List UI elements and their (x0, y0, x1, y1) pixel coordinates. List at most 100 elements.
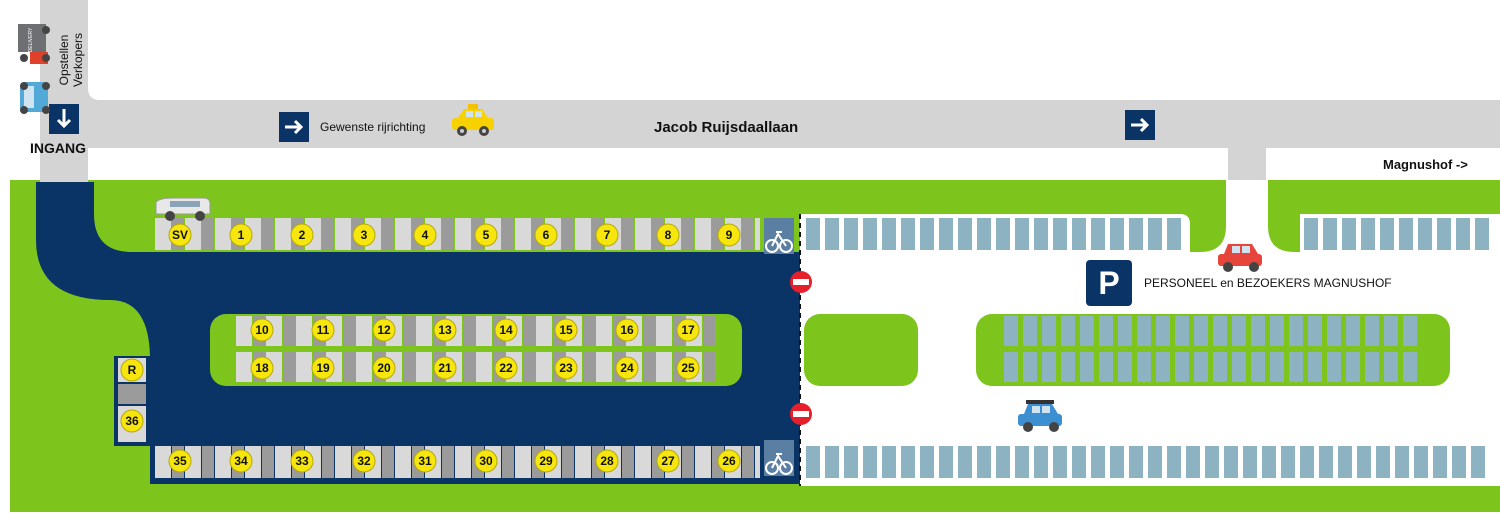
parking-space (1433, 446, 1447, 478)
stall-badge (413, 223, 437, 247)
stall-number: 34 (234, 454, 248, 468)
parking-space (1346, 352, 1360, 382)
stall-segment (296, 352, 312, 382)
stall-segment (583, 316, 595, 346)
parking-space (1342, 218, 1356, 250)
parking-space (1403, 316, 1417, 346)
stall-badge (554, 356, 578, 380)
stall-segment (755, 218, 760, 250)
parking-space (1156, 352, 1170, 382)
stall-number: 14 (499, 323, 513, 337)
stall-number: 6 (543, 228, 550, 242)
stall-segment (322, 446, 334, 478)
stall-badge (676, 318, 700, 342)
bottom-white-strip (0, 512, 1500, 516)
stall-segment (476, 316, 492, 346)
parking-space (1148, 218, 1162, 250)
parking-space (1384, 316, 1398, 346)
stall-badge (595, 449, 619, 473)
stall-badge (534, 223, 558, 247)
parking-space (1289, 352, 1303, 382)
car-icon (1218, 244, 1262, 272)
stall-segment (742, 446, 754, 478)
stall-segment (575, 218, 591, 250)
parking-space (1323, 218, 1337, 250)
stall-segment (502, 446, 514, 478)
parking-space (1034, 446, 1048, 478)
stall-segment (356, 352, 372, 382)
parking-space (1270, 352, 1284, 382)
stall-segment (755, 446, 760, 478)
parking-space (1004, 316, 1018, 346)
stall-segment (416, 352, 432, 382)
stall-segment (202, 218, 214, 250)
stall-segment (455, 446, 471, 478)
stall-number: 16 (620, 323, 634, 337)
stall-badge (168, 449, 192, 473)
parking-space (1110, 218, 1124, 250)
parking-space (1148, 446, 1162, 478)
stall-segment (296, 316, 312, 346)
stall-badge (250, 318, 274, 342)
stall-number: 24 (620, 361, 634, 375)
parking-space (1232, 316, 1246, 346)
parking-space (1399, 218, 1413, 250)
stall-number: 8 (665, 228, 672, 242)
stall-segment (536, 352, 552, 382)
parking-space (1308, 316, 1322, 346)
stall-badge (656, 449, 680, 473)
stall-segment (416, 316, 432, 346)
parking-space (1042, 352, 1056, 382)
stall-badge (433, 318, 457, 342)
street-name: Jacob Ruijsdaallaan (654, 119, 799, 136)
parking-space (844, 218, 858, 250)
parking-space (1380, 218, 1394, 250)
stall-segment (643, 352, 655, 382)
stall-number: 28 (600, 454, 614, 468)
stall-number: 21 (438, 361, 452, 375)
parking-space (1251, 316, 1265, 346)
car-icon (1018, 400, 1062, 432)
parking-space (1156, 316, 1170, 346)
stall-segment (215, 446, 231, 478)
parking-space (1437, 218, 1451, 250)
parking-space (1110, 446, 1124, 478)
stall-segment (283, 352, 295, 382)
stall-number: 4 (422, 228, 429, 242)
taxi-icon (452, 104, 494, 136)
parking-space (1091, 218, 1105, 250)
parking-space (1243, 446, 1257, 478)
stall-segment (395, 218, 411, 250)
arrow-right-icon (279, 112, 309, 142)
stall-badge (554, 318, 578, 342)
stall-segment (155, 446, 171, 478)
stall-segment (403, 316, 415, 346)
stall-segment (656, 316, 672, 346)
parking-space (806, 446, 820, 478)
stall-badge (413, 449, 437, 473)
stall-badge (717, 449, 741, 473)
parking-space (1395, 446, 1409, 478)
stall-segment (236, 352, 252, 382)
stall-segment (283, 316, 295, 346)
stall-segment (335, 446, 351, 478)
stall-number: 22 (499, 361, 513, 375)
stall-number: 30 (479, 454, 493, 468)
stall-segment (536, 316, 552, 346)
parking-space (1167, 218, 1181, 250)
parking-space (844, 446, 858, 478)
stall-badge (534, 449, 558, 473)
stall-segment (635, 218, 651, 250)
stall-segment (275, 218, 291, 250)
arrow-right-icon (1125, 110, 1155, 140)
parking-space (1099, 316, 1113, 346)
stall-badge (311, 318, 335, 342)
stall-segment (202, 446, 214, 478)
stall-segment (395, 446, 411, 478)
direction-label: Gewenste rijrichting (320, 120, 426, 134)
parking-space (1053, 218, 1067, 250)
delivery-truck-icon: DELIVERY (18, 24, 50, 64)
stall-segment (476, 352, 492, 382)
parking-space (1053, 446, 1067, 478)
stall-number: 23 (559, 361, 573, 375)
